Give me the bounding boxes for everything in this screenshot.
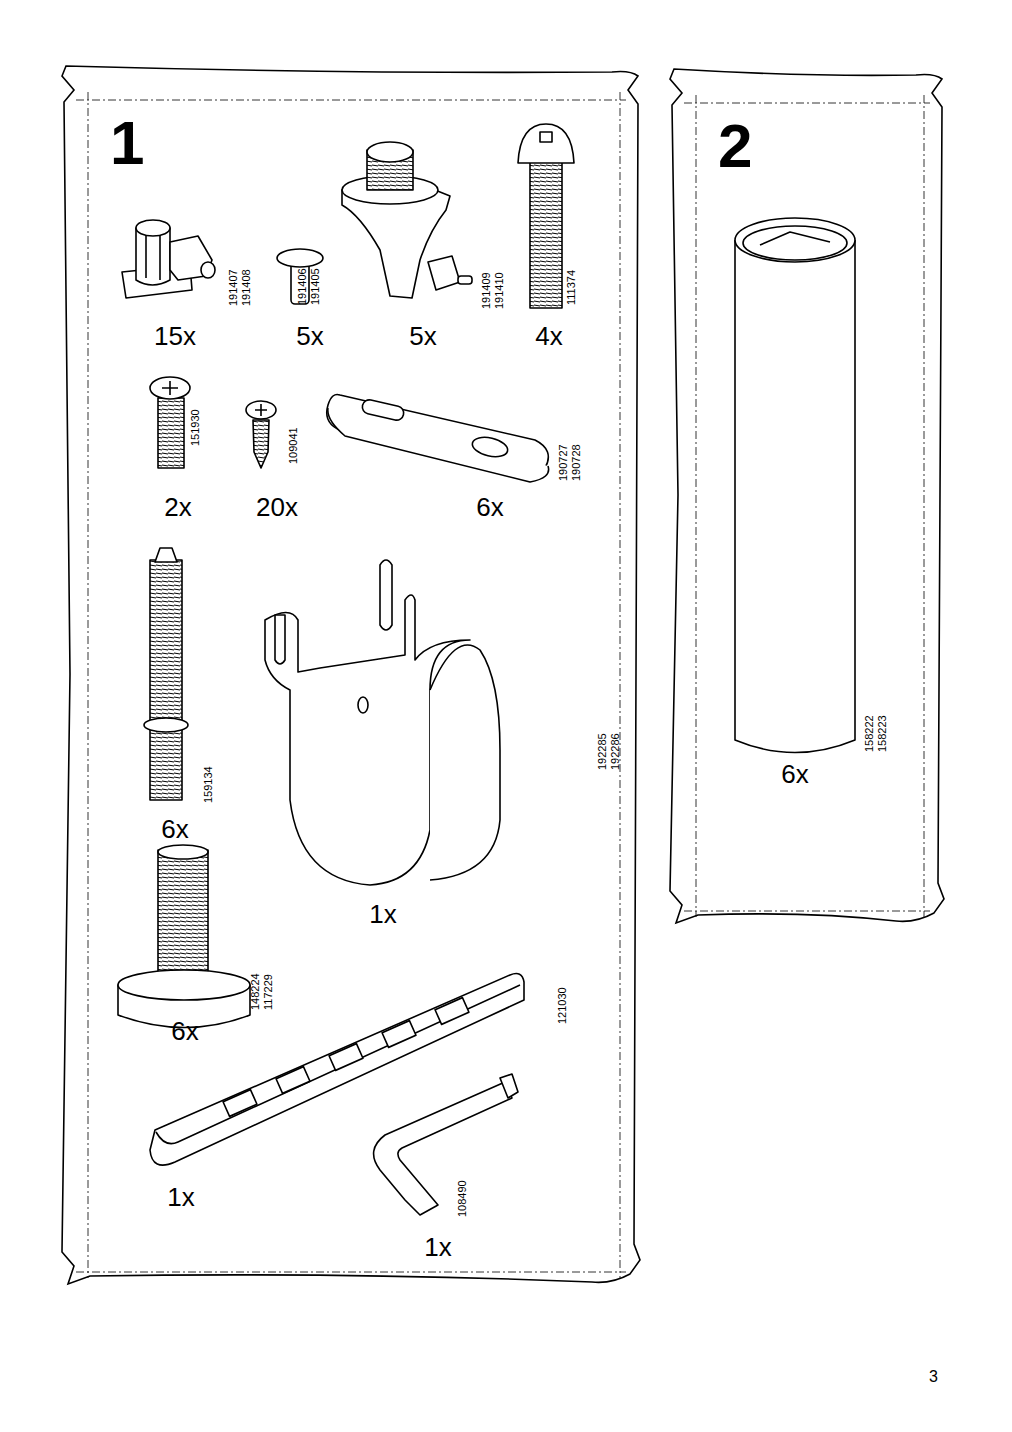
quantity: 1x	[424, 1233, 451, 1261]
part-number: 158223	[876, 715, 889, 752]
part-number: 191409	[480, 272, 493, 309]
part-number: 148224	[249, 973, 262, 1010]
quantity: 2x	[164, 493, 191, 521]
quantity: 6x	[161, 815, 188, 843]
quantity: 6x	[171, 1017, 198, 1045]
part-number: 121030	[556, 987, 569, 1024]
page-number: 3	[929, 1368, 938, 1386]
part-number: 190728	[570, 444, 583, 481]
part-number: 191408	[240, 269, 253, 306]
part-number: 191405	[309, 268, 322, 305]
part-number: 192286	[609, 733, 622, 770]
quantity: 5x	[296, 322, 323, 350]
part-number: 158222	[863, 715, 876, 752]
part-number: 159134	[202, 766, 215, 803]
quantity: 20x	[256, 493, 298, 521]
part-number: 191410	[493, 272, 506, 309]
step-number: 2	[718, 115, 752, 177]
part-number: 109041	[287, 427, 300, 464]
part-number: 191406	[296, 268, 309, 305]
step-number: 1	[110, 112, 144, 174]
quantity: 5x	[409, 322, 436, 350]
quantity: 4x	[535, 322, 562, 350]
bag-outline	[668, 65, 946, 925]
quantity: 6x	[781, 760, 808, 788]
part-number: 111374	[565, 270, 578, 305]
quantity: 1x	[167, 1183, 194, 1211]
quantity: 15x	[154, 322, 196, 350]
part-number: 192285	[596, 733, 609, 770]
part-number: 151930	[189, 409, 202, 446]
parts-bag: 2	[668, 65, 946, 925]
bag-outline	[60, 62, 642, 1286]
part-number: 108490	[456, 1180, 469, 1217]
quantity: 6x	[476, 493, 503, 521]
parts-bag: 1	[60, 62, 642, 1286]
part-number: 117229	[262, 974, 275, 1010]
part-number: 191407	[227, 269, 240, 306]
quantity: 1x	[369, 900, 396, 928]
part-number: 190727	[557, 444, 570, 481]
